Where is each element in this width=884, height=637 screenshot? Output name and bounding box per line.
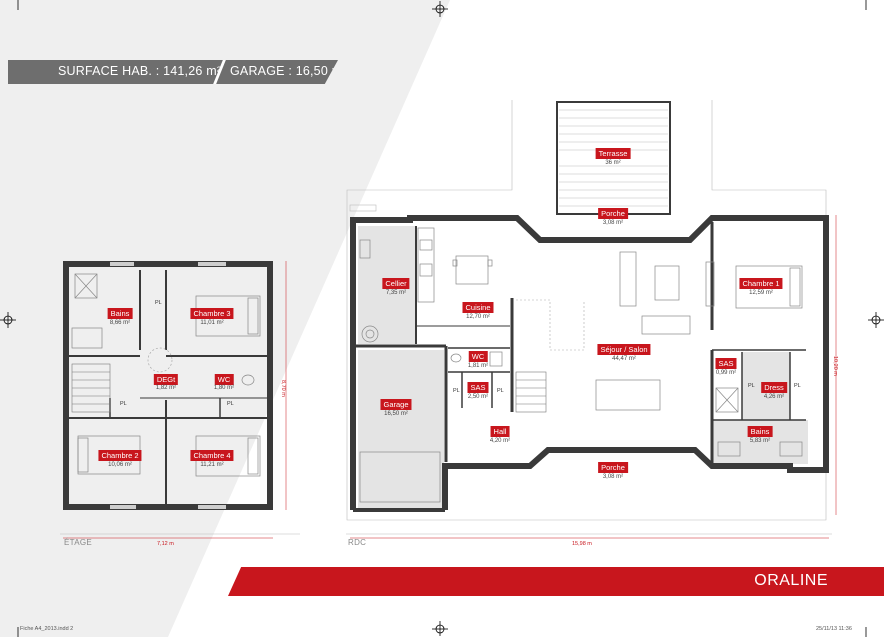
rdc-bains-label: Bains (747, 426, 773, 437)
surface-header: SURFACE HAB. : 141,26 m² GARAGE : 16,50 … (8, 60, 338, 84)
etage-chambre3-area: 11,01 m² (200, 320, 224, 326)
etage-width-dim: 7,12 m (157, 541, 174, 547)
rdc-dress-label: Dress (761, 382, 787, 393)
etage-caption: ÉTAGE (64, 538, 93, 547)
rdc-porche-bottom-area: 3,08 m² (602, 474, 624, 480)
rdc-sas-left-area: 2,50 m² (467, 394, 489, 400)
rdc-pl-4: PL (794, 383, 801, 389)
rdc-cuisine-area: 12,70 m² (466, 314, 490, 320)
surface-label: SURFACE HAB. : 141,26 m² (58, 64, 222, 78)
rdc-dress-area: 4,26 m² (763, 394, 785, 400)
rdc-sejour-area: 44,47 m² (612, 356, 636, 362)
rdc-cuisine-label: Cuisine (462, 302, 494, 313)
rdc-garage-label: Garage (380, 399, 412, 410)
rdc-porche-top-label: Porche (598, 208, 628, 219)
rdc-bains-area: 5,83 m² (749, 438, 771, 444)
rdc-sas-left-label: SAS (467, 382, 489, 393)
rdc-sas-right-area: 0,99 m² (715, 370, 737, 376)
rdc-wc-label: WC (468, 351, 488, 362)
rdc-terrasse-area: 36 m² (605, 160, 621, 166)
rdc-hall-label: Hall (490, 426, 510, 437)
etage-deg-area: 1,82 m² (155, 385, 177, 391)
rdc-porche-top-area: 3,08 m² (602, 220, 624, 226)
rdc-chambre1-label: Chambre 1 (739, 278, 783, 289)
etage-chambre3-label: Chambre 3 (190, 308, 234, 319)
rdc-pl-2: PL (497, 388, 504, 394)
rdc-cellier-area: 7,35 m² (385, 290, 407, 296)
rdc-width-dim: 15,98 m (572, 541, 592, 547)
rdc-pl-1: PL (453, 388, 460, 394)
etage-bains-area: 8,66 m² (109, 320, 131, 326)
etage-chambre2-area: 10,06 m² (108, 462, 132, 468)
etage-wc-area: 1,80 m² (213, 385, 235, 391)
rdc-pl-3: PL (748, 383, 755, 389)
rdc-wc-area: 1,81 m² (467, 363, 489, 369)
etage-pl-2: PL (120, 401, 127, 407)
model-name: ORALINE (754, 572, 828, 589)
etage-bains-label: Bains (107, 308, 133, 319)
rdc-hall-area: 4,20 m² (489, 438, 511, 444)
footer-file: Fiche A4_2013.indd 2 (20, 626, 74, 632)
etage-deg-label: DEGt (153, 374, 179, 385)
rdc-porche-bottom-label: Porche (598, 462, 628, 473)
etage-pl-3: PL (227, 401, 234, 407)
etage-wc-label: WC (214, 374, 234, 385)
etage-chambre4-area: 11,21 m² (200, 462, 224, 468)
garage-label: GARAGE : 16,50 m² (230, 64, 347, 78)
rdc-caption: RDC (348, 538, 367, 547)
etage-chambre2-label: Chambre 2 (98, 450, 142, 461)
rdc-height-dim: 10,20 m (832, 356, 838, 376)
rdc-sejour-label: Séjour / Salon (597, 344, 651, 355)
model-band: ORALINE (228, 567, 884, 596)
etage-pl-1: PL (155, 300, 162, 306)
rdc-sas-right-label: SAS (715, 358, 737, 369)
rdc-chambre1-area: 12,59 m² (749, 290, 773, 296)
rdc-garage-area: 16,50 m² (384, 411, 408, 417)
footer-date: 25/11/13 11:36 (816, 626, 852, 632)
rdc-cellier-label: Cellier (382, 278, 410, 289)
etage-chambre4-label: Chambre 4 (190, 450, 234, 461)
rdc-terrasse-label: Terrasse (595, 148, 631, 159)
